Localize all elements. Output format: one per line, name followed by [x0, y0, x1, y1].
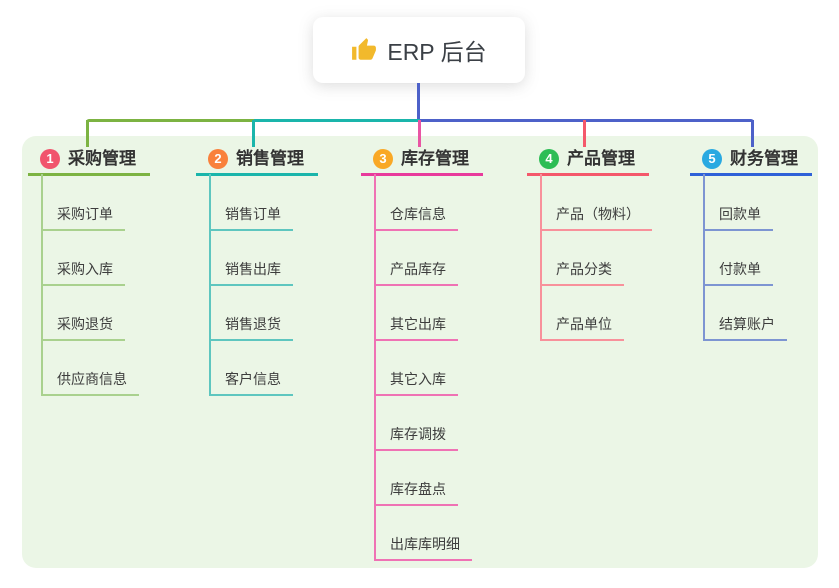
badge-5: 5: [702, 149, 722, 169]
child-node[interactable]: 付款单: [703, 261, 773, 286]
child-node[interactable]: 回款单: [703, 206, 773, 231]
root-title: ERP 后台: [387, 39, 487, 65]
child-node[interactable]: 采购订单: [41, 206, 125, 231]
branch-label: 采购管理: [68, 149, 136, 168]
child-node[interactable]: 仓库信息: [374, 206, 458, 231]
branch-node-purchase[interactable]: 1 采购管理: [28, 148, 150, 176]
branch-label: 财务管理: [730, 149, 798, 168]
badge-1: 1: [40, 149, 60, 169]
connector-line: [751, 120, 754, 147]
child-node[interactable]: 采购入库: [41, 261, 125, 286]
child-node[interactable]: 产品库存: [374, 261, 458, 286]
child-node[interactable]: 其它出库: [374, 316, 458, 341]
child-node[interactable]: 库存盘点: [374, 481, 458, 506]
child-node[interactable]: 结算账户: [703, 316, 787, 341]
branch-node-inventory[interactable]: 3 库存管理: [361, 148, 483, 176]
child-node[interactable]: 销售出库: [209, 261, 293, 286]
badge-4: 4: [539, 149, 559, 169]
root-connector-line: [417, 83, 420, 119]
branch-label: 产品管理: [567, 149, 635, 168]
thumbs-up-icon: [352, 38, 377, 60]
children-line: [540, 174, 542, 341]
child-node[interactable]: 产品分类: [540, 261, 624, 286]
connector-line: [252, 120, 255, 147]
child-node[interactable]: 产品单位: [540, 316, 624, 341]
child-node[interactable]: 采购退货: [41, 316, 125, 341]
bus-line-left: [86, 119, 254, 122]
child-node[interactable]: 库存调拨: [374, 426, 458, 451]
branch-node-product[interactable]: 4 产品管理: [527, 148, 649, 176]
branches-panel: [22, 136, 818, 568]
branch-node-sales[interactable]: 2 销售管理: [196, 148, 318, 176]
child-node[interactable]: 销售订单: [209, 206, 293, 231]
branch-label: 库存管理: [401, 149, 469, 168]
connector-line: [86, 120, 89, 147]
child-node[interactable]: 其它入库: [374, 371, 458, 396]
root-node[interactable]: ERP 后台: [313, 17, 525, 83]
child-node[interactable]: 销售退货: [209, 316, 293, 341]
child-node[interactable]: 客户信息: [209, 371, 293, 396]
bus-line-mid: [254, 119, 420, 122]
connector-line: [418, 120, 421, 147]
children-line: [374, 174, 376, 561]
bus-line-right: [420, 119, 754, 122]
badge-2: 2: [208, 149, 228, 169]
branch-label: 销售管理: [236, 149, 304, 168]
branch-node-finance[interactable]: 5 财务管理: [690, 148, 812, 176]
child-node[interactable]: 出库库明细: [374, 536, 472, 561]
badge-3: 3: [373, 149, 393, 169]
children-line: [703, 174, 705, 341]
connector-line: [583, 120, 586, 147]
child-node[interactable]: 供应商信息: [41, 371, 139, 396]
child-node[interactable]: 产品（物料）: [540, 206, 652, 231]
